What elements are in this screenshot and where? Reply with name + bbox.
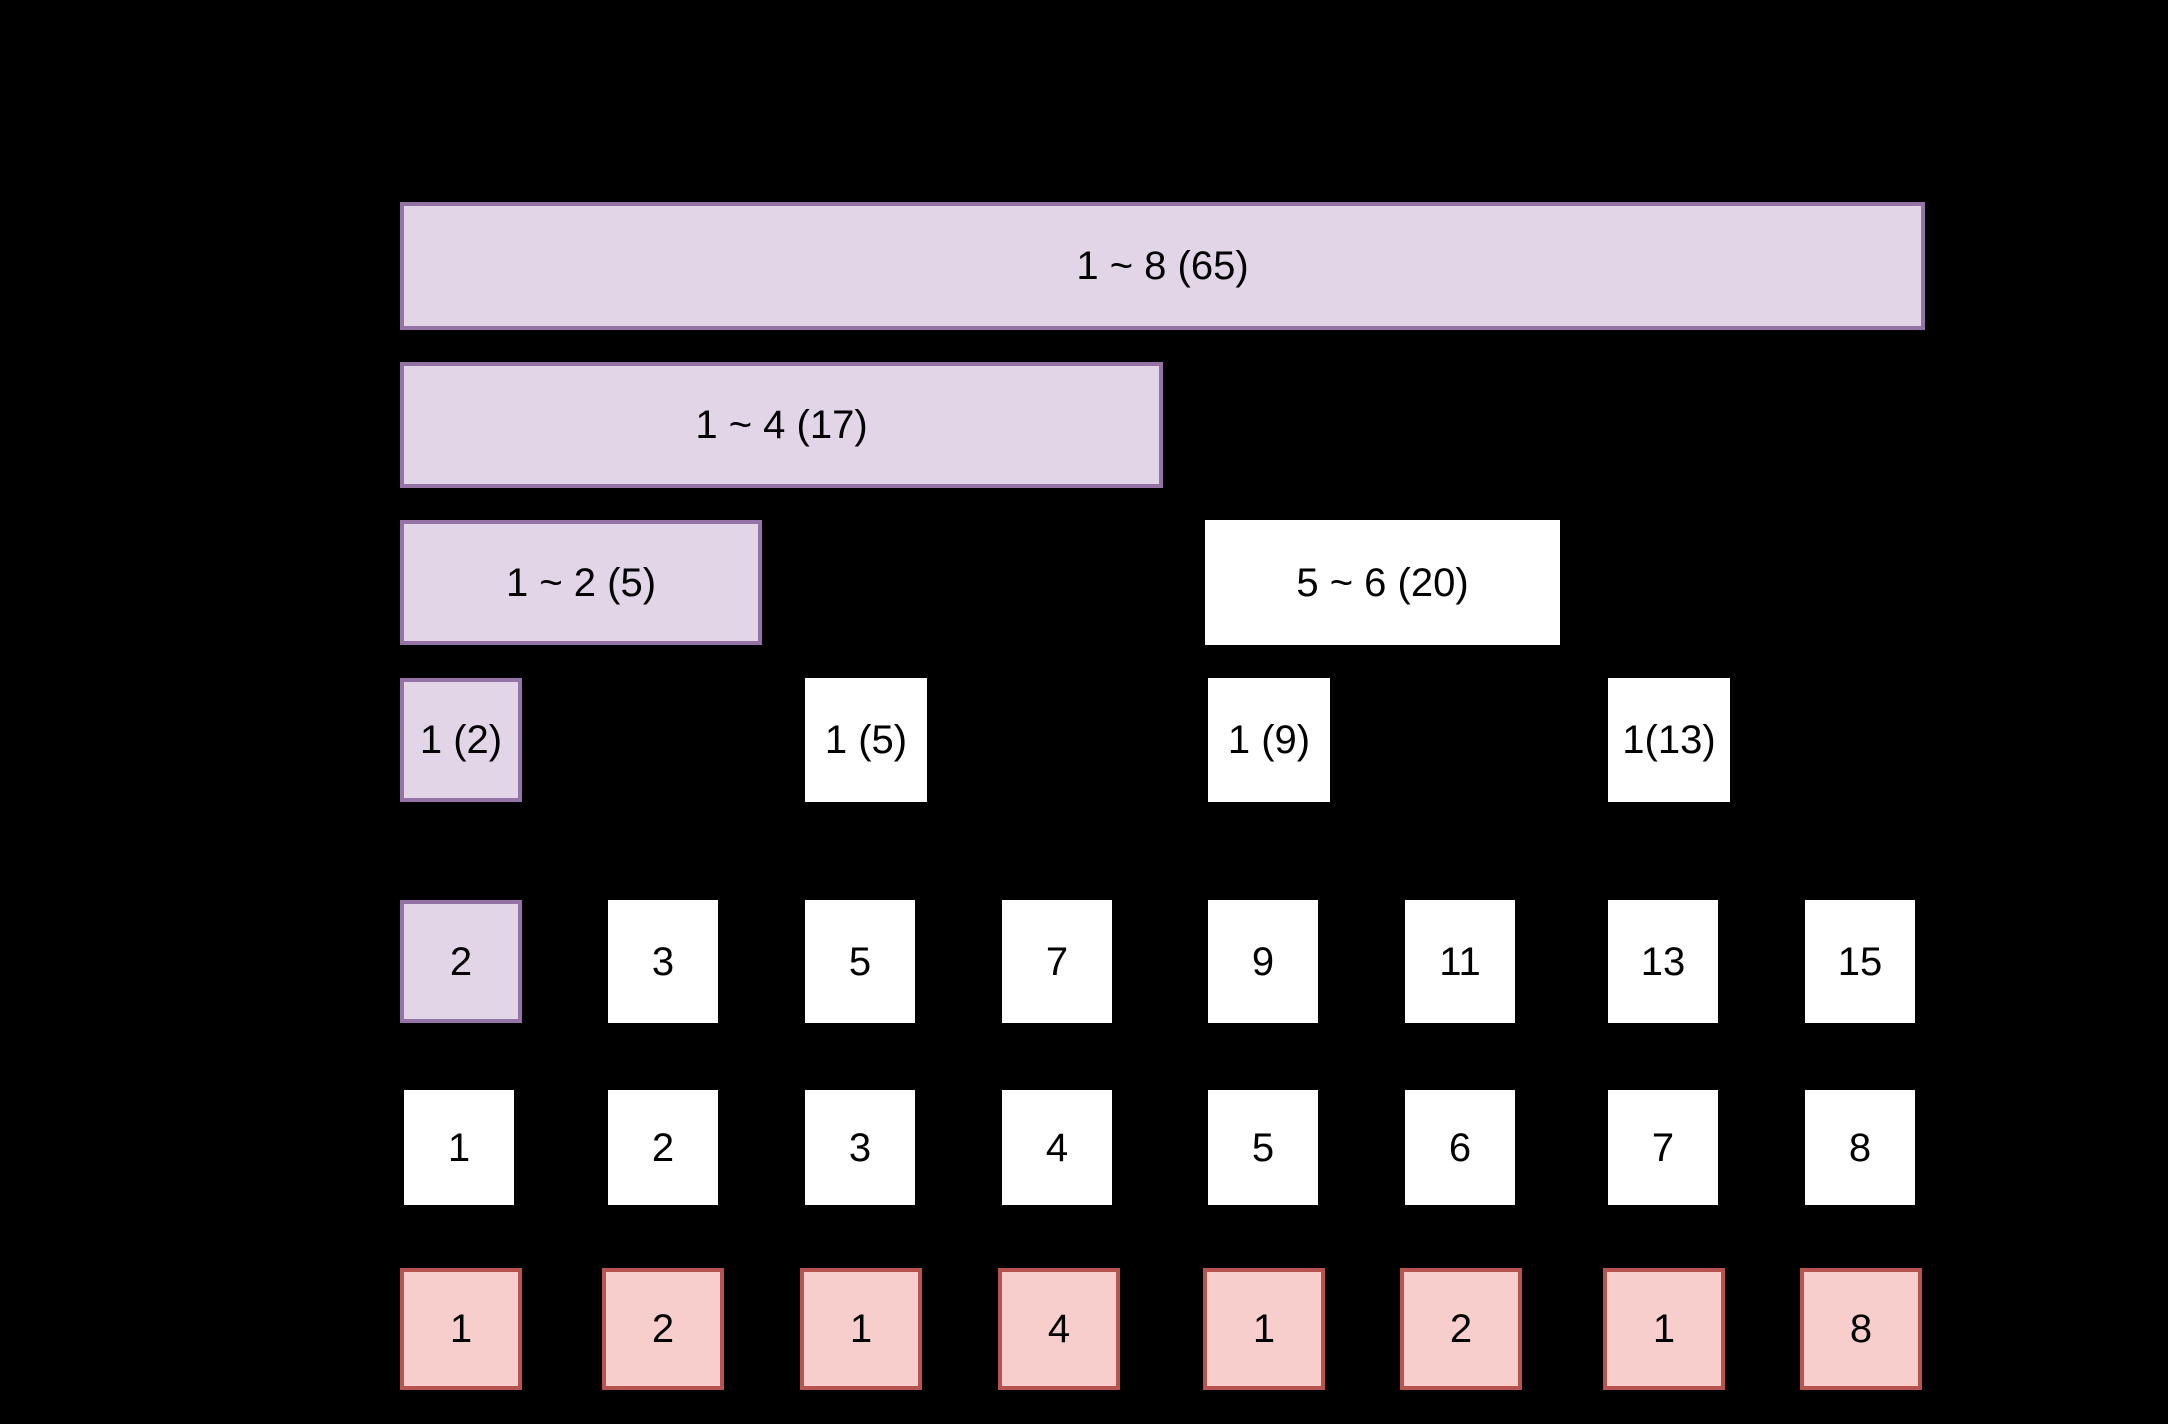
node-label: 1 ~ 2 (5): [505, 560, 657, 605]
node-p-2[interactable]: 3: [608, 900, 718, 1023]
node-label: 7: [1651, 1125, 1675, 1170]
node-v-4[interactable]: 4: [998, 1268, 1120, 1390]
node-p-5[interactable]: 9: [1208, 900, 1318, 1023]
node-label: 1 (5): [824, 718, 908, 762]
node-n-5-6[interactable]: 5 ~ 6 (20): [1205, 520, 1560, 645]
node-v-7[interactable]: 1: [1603, 1268, 1725, 1390]
node-label: 11: [1439, 939, 1481, 984]
node-label: 2: [651, 1125, 675, 1170]
node-p-6[interactable]: 11: [1405, 900, 1515, 1023]
node-label: 1: [449, 1307, 473, 1351]
node-n-1-9-leaf[interactable]: 1 (9): [1208, 678, 1330, 802]
node-label: 15: [1837, 939, 1883, 984]
node-label: 2: [449, 939, 473, 984]
node-i-8[interactable]: 8: [1805, 1090, 1915, 1205]
node-n-1-8[interactable]: 1 ~ 8 (65): [400, 202, 1925, 330]
node-label: 4: [1045, 1125, 1069, 1170]
node-label: 9: [1251, 939, 1275, 984]
node-n-1-5-leaf[interactable]: 1 (5): [805, 678, 927, 802]
node-label: 7: [1045, 939, 1069, 984]
node-v-8[interactable]: 8: [1800, 1268, 1922, 1390]
node-label: 5: [848, 939, 872, 984]
node-label: 8: [1848, 1125, 1872, 1170]
node-i-3[interactable]: 3: [805, 1090, 915, 1205]
node-label: 1(13): [1622, 718, 1716, 762]
node-n-1-4[interactable]: 1 ~ 4 (17): [400, 362, 1163, 488]
node-label: 5 ~ 6 (20): [1296, 560, 1469, 605]
node-v-1[interactable]: 1: [400, 1268, 522, 1390]
node-label: 3: [651, 939, 675, 984]
node-i-1[interactable]: 1: [404, 1090, 514, 1205]
node-v-2[interactable]: 2: [602, 1268, 724, 1390]
node-p-1[interactable]: 2: [400, 900, 522, 1023]
node-label: 2: [651, 1307, 675, 1351]
node-label: 8: [1849, 1307, 1873, 1351]
node-label: 1: [849, 1307, 873, 1351]
node-label: 1 (9): [1227, 718, 1311, 762]
node-n-1-2-leaf[interactable]: 1 (2): [400, 678, 522, 802]
node-label: 13: [1640, 939, 1686, 984]
node-label: 5: [1251, 1125, 1275, 1170]
node-i-7[interactable]: 7: [1608, 1090, 1718, 1205]
node-label: 1 (2): [419, 718, 503, 762]
node-p-3[interactable]: 5: [805, 900, 915, 1023]
node-label: 1: [1652, 1307, 1676, 1351]
node-v-3[interactable]: 1: [800, 1268, 922, 1390]
node-p-7[interactable]: 13: [1608, 900, 1718, 1023]
node-label: 1 ~ 4 (17): [695, 403, 868, 447]
node-label: 2: [1449, 1307, 1473, 1351]
node-label: 4: [1047, 1307, 1071, 1351]
node-n-1-2[interactable]: 1 ~ 2 (5): [400, 520, 762, 645]
node-p-4[interactable]: 7: [1002, 900, 1112, 1023]
node-label: 1: [447, 1125, 471, 1170]
node-i-2[interactable]: 2: [608, 1090, 718, 1205]
node-n-1-13-leaf[interactable]: 1(13): [1608, 678, 1730, 802]
node-label: 6: [1448, 1125, 1472, 1170]
node-i-6[interactable]: 6: [1405, 1090, 1515, 1205]
node-v-5[interactable]: 1: [1203, 1268, 1325, 1390]
node-i-4[interactable]: 4: [1002, 1090, 1112, 1205]
node-label: 1 ~ 8 (65): [1076, 244, 1249, 288]
node-label: 3: [848, 1125, 872, 1170]
node-v-6[interactable]: 2: [1400, 1268, 1522, 1390]
node-label: 1: [1252, 1307, 1276, 1351]
node-p-8[interactable]: 15: [1805, 900, 1915, 1023]
node-i-5[interactable]: 5: [1208, 1090, 1318, 1205]
